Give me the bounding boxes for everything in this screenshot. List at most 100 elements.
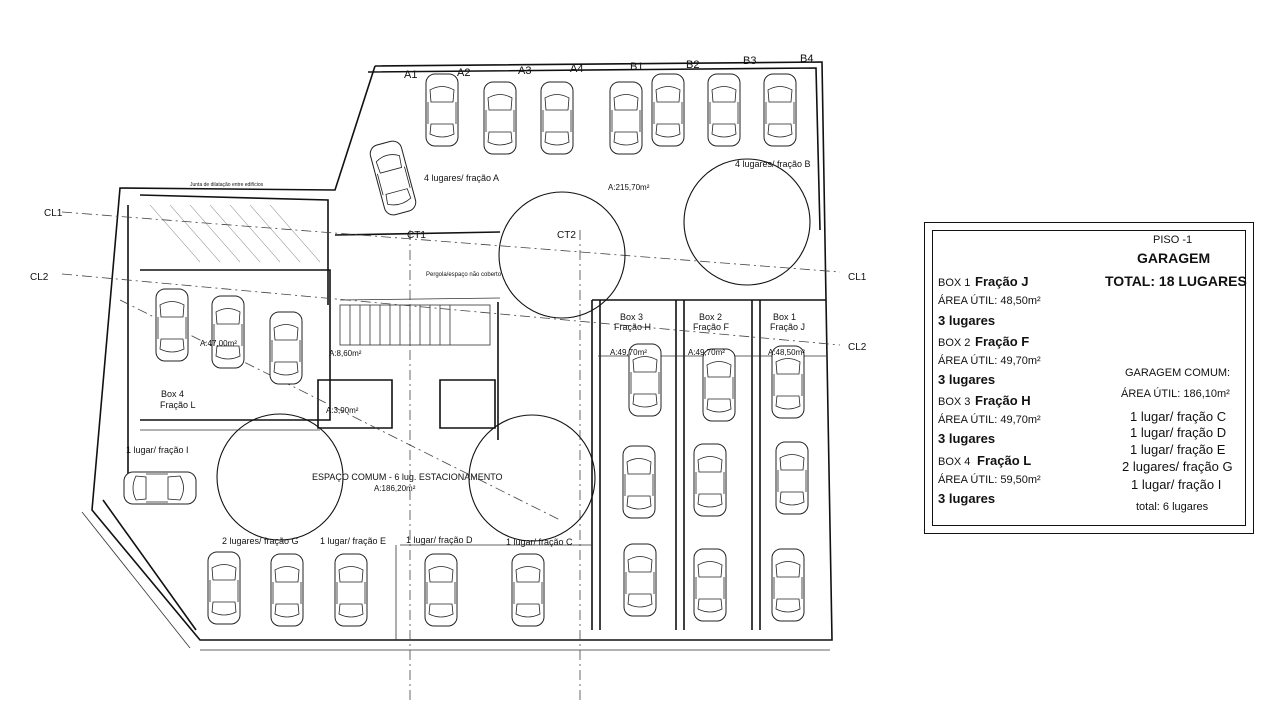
car xyxy=(123,471,197,505)
car xyxy=(424,553,458,627)
car xyxy=(334,553,368,627)
car xyxy=(540,81,574,155)
box4-title: Box 4 xyxy=(161,389,184,399)
car xyxy=(211,295,245,369)
stairs xyxy=(339,304,491,346)
box3-title: Box 3 xyxy=(620,312,643,322)
legend-garagem: GARAGEM xyxy=(1137,250,1211,266)
lugares-g-label: 2 lugares/ fração G xyxy=(222,536,299,546)
legend-box4-lugares: 3 lugares xyxy=(938,491,996,506)
space-label-a1: A1 xyxy=(404,69,417,81)
legend-box3-fracao: Fração H xyxy=(975,393,1031,408)
zone-fracao-b: 4 lugares/ fração B xyxy=(735,159,811,169)
car xyxy=(269,311,303,385)
lugar-c-label: 1 lugar/ fração C xyxy=(506,537,573,547)
zone-fracao-a: 4 lugares/ fração A xyxy=(424,173,499,183)
section-mark-cl2-left: CL2 xyxy=(30,272,49,283)
space-label-a3: A3 xyxy=(518,65,531,77)
box2-area: A:49,70m² xyxy=(688,348,725,357)
car xyxy=(702,348,736,422)
car xyxy=(775,441,809,515)
legend-box1-area: ÁREA ÚTIL: 48,50m² xyxy=(938,295,1041,307)
box2-title: Box 2 xyxy=(699,312,722,322)
pergola-label: Pergola/espaço não coberto xyxy=(426,272,502,278)
box2-fracao: Fração F xyxy=(693,322,730,332)
legend-box3-lugares: 3 lugares xyxy=(938,431,996,446)
legend-inner-frame xyxy=(932,230,1246,526)
legend-box4-area: ÁREA ÚTIL: 59,50m² xyxy=(938,474,1041,486)
section-mark-cl1-right: CL1 xyxy=(848,272,867,283)
space-label-a2: A2 xyxy=(457,67,470,79)
legend-box1-label: BOX 1 xyxy=(938,277,971,289)
space-label-b2: B2 xyxy=(686,59,699,71)
section-mark-cl2-right: CL2 xyxy=(848,342,867,353)
car xyxy=(763,73,797,147)
legend-piso: PISO -1 xyxy=(1153,234,1193,246)
legend-comum-total: total: 6 lugares xyxy=(1136,501,1209,513)
legend-box3-area: ÁREA ÚTIL: 49,70m² xyxy=(938,414,1041,426)
lugar-i-label: 1 lugar/ fração I xyxy=(126,445,189,455)
box3-fracao: Fração H xyxy=(614,322,651,332)
box1-fracao: Fração J xyxy=(770,322,805,332)
legend-box1-lugares: 3 lugares xyxy=(938,313,996,328)
car xyxy=(771,548,805,622)
car xyxy=(270,553,304,627)
car xyxy=(707,73,741,147)
legend-panel: PISO -1 GARAGEM TOTAL: 18 LUGARES BOX 1 … xyxy=(924,222,1254,534)
car xyxy=(511,553,545,627)
car xyxy=(623,543,657,617)
space-label-b4: B4 xyxy=(800,53,813,65)
legend-box3-label: BOX 3 xyxy=(938,396,971,408)
legend-box2-lugares: 3 lugares xyxy=(938,372,996,387)
wc-area: A:3,90m² xyxy=(326,406,359,415)
legend-comum-g: 2 lugares/ fração G xyxy=(1122,459,1233,474)
car xyxy=(651,73,685,147)
legend-box2-label: BOX 2 xyxy=(938,337,971,349)
car xyxy=(483,81,517,155)
space-label-b3: B3 xyxy=(743,55,756,67)
joint-hatch xyxy=(149,204,321,263)
legend-box1-fracao: Fração J xyxy=(975,274,1029,289)
box4-fracao: Fração L xyxy=(160,400,196,410)
building-outline xyxy=(81,61,833,651)
space-labels: A1 A2 A3 A4 B1 B2 B3 B4 xyxy=(404,53,813,81)
car xyxy=(693,548,727,622)
legend-comum-c: 1 lugar/ fração C xyxy=(1130,409,1227,424)
zone-area-top: A:215,70m² xyxy=(608,183,650,192)
comum-title: ESPAÇO COMUM - 6 lug. ESTACIONAMENTO xyxy=(312,472,503,482)
legend-comum-i: 1 lugar/ fração I xyxy=(1131,477,1222,492)
car xyxy=(367,138,419,218)
stair-area: A:8,60m² xyxy=(329,349,362,358)
legend-box2-area: ÁREA ÚTIL: 49,70m² xyxy=(938,355,1041,367)
box1-title: Box 1 xyxy=(773,312,796,322)
box3-area: A:49,70m² xyxy=(610,348,647,357)
car xyxy=(207,551,241,625)
section-mark-cl1-left: CL1 xyxy=(44,208,63,219)
legend-comum-area: ÁREA ÚTIL: 186,10m² xyxy=(1121,388,1230,400)
car xyxy=(693,443,727,517)
section-mark-ct1: CT1 xyxy=(407,230,426,241)
section-mark-ct2: CT2 xyxy=(557,230,576,241)
lugar-d-label: 1 lugar/ fração D xyxy=(406,535,473,545)
legend-comum-d: 1 lugar/ fração D xyxy=(1130,425,1227,440)
car xyxy=(609,81,643,155)
car xyxy=(155,288,189,362)
legend-box4-fracao: Fração L xyxy=(977,453,1032,468)
legend-box4-label: BOX 4 xyxy=(938,456,971,468)
zone-labels: 4 lugares/ fração A 4 lugares/ fração B … xyxy=(126,159,811,547)
junta-label: Junta de dilatação entre edifícios xyxy=(190,182,264,188)
legend-box2-fracao: Fração F xyxy=(975,334,1030,349)
legend-comum-e: 1 lugar/ fração E xyxy=(1130,442,1226,457)
car xyxy=(425,73,459,147)
comum-area: A:186,20m² xyxy=(374,484,416,493)
lugar-e-label: 1 lugar/ fração E xyxy=(320,536,386,546)
interior-walls xyxy=(140,231,826,640)
turning-circles xyxy=(216,158,811,542)
section-lines xyxy=(61,211,841,700)
box1-area: A:48,50m² xyxy=(768,348,805,357)
car xyxy=(622,445,656,519)
space-label-b1: B1 xyxy=(630,61,643,73)
space-label-a4: A4 xyxy=(570,63,583,75)
section-marks: CL1 CL2 CL1 CL2 CT1 CT2 xyxy=(30,208,867,353)
